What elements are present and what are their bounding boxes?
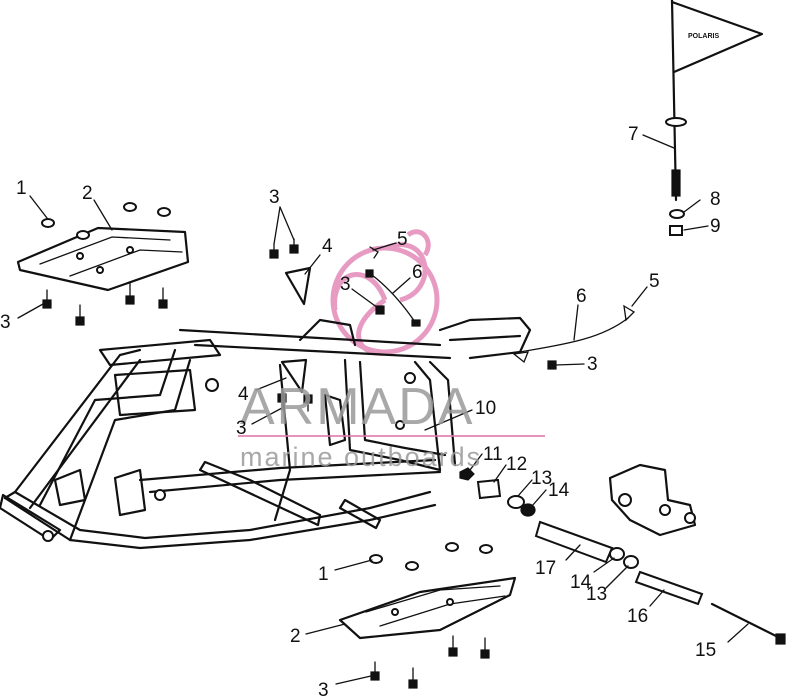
watermark-brand: ARMADA bbox=[240, 378, 474, 436]
safety-flag: POLARIS bbox=[665, 0, 764, 236]
callout-10: 10 bbox=[475, 398, 496, 419]
callout-14: 14 bbox=[548, 480, 570, 501]
callout-5: 5 bbox=[649, 271, 660, 292]
bushing-12 bbox=[476, 478, 502, 500]
callout-11: 11 bbox=[483, 444, 503, 465]
pivot-tube-17 bbox=[534, 520, 614, 564]
skid-plate-upper bbox=[16, 226, 190, 292]
pivot-nut bbox=[459, 467, 475, 481]
bearing-14b bbox=[609, 547, 625, 561]
bearing-14a bbox=[520, 503, 536, 517]
leader-lines bbox=[17, 134, 749, 685]
cable-right bbox=[512, 304, 636, 370]
bolts-upper-left bbox=[42, 281, 168, 326]
callout-14: 14 bbox=[570, 572, 592, 593]
callout-15: 15 bbox=[695, 640, 716, 661]
skid-plate-lower bbox=[338, 576, 517, 640]
callout-1: 1 bbox=[16, 178, 27, 199]
callout-3: 3 bbox=[318, 680, 329, 699]
callout-16: 16 bbox=[627, 606, 648, 627]
callout-3: 3 bbox=[340, 274, 351, 295]
callout-4: 4 bbox=[322, 236, 333, 257]
callout-4: 4 bbox=[238, 384, 249, 405]
spacer-16 bbox=[634, 570, 704, 606]
callout-3: 3 bbox=[587, 354, 598, 375]
callout-2: 2 bbox=[290, 626, 301, 647]
washer-13b bbox=[623, 555, 639, 569]
gusset-upper bbox=[284, 266, 312, 306]
callout-3: 3 bbox=[269, 187, 280, 208]
callout-1: 1 bbox=[318, 564, 329, 585]
watermark-tagline: marine outboards bbox=[240, 442, 482, 472]
washers-upper-left bbox=[41, 202, 171, 240]
callout-6: 6 bbox=[576, 286, 587, 307]
pivot-bolt-15 bbox=[710, 602, 786, 645]
flag-text: POLARIS bbox=[688, 33, 719, 40]
gusset-lower bbox=[280, 358, 308, 394]
bolts-lower bbox=[370, 635, 490, 689]
callout-17: 17 bbox=[535, 558, 556, 579]
watermark-logo bbox=[330, 229, 440, 356]
callout-9: 9 bbox=[710, 216, 721, 237]
callout-6: 6 bbox=[412, 262, 423, 283]
callout-3: 3 bbox=[236, 418, 247, 439]
callouts: 1 2 3 3 4 5 3 6 7 8 9 5 6 3 4 3 10 11 12… bbox=[0, 124, 721, 699]
callout-12: 12 bbox=[506, 454, 527, 475]
cable-upper bbox=[365, 246, 421, 327]
callout-13: 13 bbox=[531, 468, 552, 489]
washer-13a bbox=[507, 495, 525, 509]
callout-2: 2 bbox=[82, 183, 93, 204]
callout-8: 8 bbox=[710, 189, 721, 210]
washers-lower bbox=[369, 542, 493, 571]
callout-3: 3 bbox=[0, 312, 11, 333]
callout-5: 5 bbox=[397, 229, 408, 250]
callout-7: 7 bbox=[628, 124, 639, 145]
swing-arm-bracket bbox=[608, 463, 697, 537]
callout-13: 13 bbox=[586, 584, 607, 605]
